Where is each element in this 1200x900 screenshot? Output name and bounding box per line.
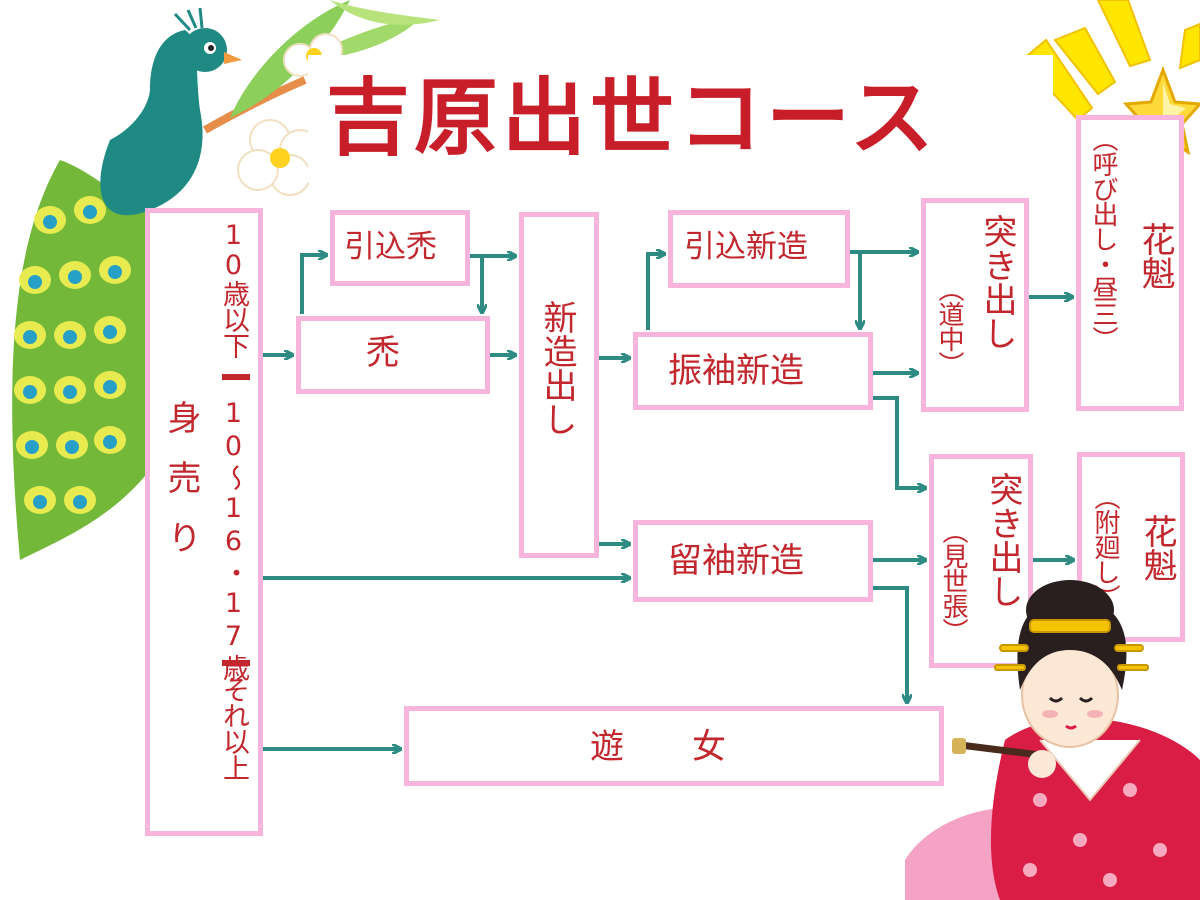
node-tomesode-shinzo: 留袖新造 [668,541,804,581]
page-title: 吉原出世コース [326,68,938,167]
node-oiran-yobidashi: 花魁 [1135,222,1175,290]
node-hikikomi-shinzo-box [668,210,850,288]
title-plate [308,55,1053,183]
node-furisode-shinzo-box [633,332,873,410]
node-yujo-box [404,706,944,786]
node-tsukidashi-dochu: 突き出し [977,214,1017,350]
age-separator [222,374,250,380]
node-yujo: 遊 女 [590,727,726,767]
age-separator [222,660,250,666]
node-oiran-tsukemawashi: 花魁 [1137,514,1177,582]
arrow-kamuro-to-hikikomi-kamuro [300,255,326,314]
node-mi-uri: 身売り [161,400,201,580]
node-tsukidashi-mise-sub: （見世張） [938,518,968,643]
flower-branch-illustration [203,0,440,196]
node-tsukidashi-dochu-box [921,198,1029,412]
node-tomesode-shinzo-box [633,520,873,602]
node-mi-uri-box [145,208,263,836]
arrow-furisode-to-hikikomi-shinzo [646,254,664,330]
age-under10-label: 10歳以下 [218,220,249,358]
node-oiran-yobidashi-sub: （呼び出し・昼三） [1088,126,1118,351]
node-tsukidashi-mise-box [929,454,1033,668]
arrow-tomesode-to-yujo [873,586,907,702]
node-shinzo-dashi: 新造出し [537,300,577,436]
peacock-illustration [12,7,242,560]
node-shinzo-dashi-box [519,212,599,558]
node-hikikomi-kamuro: 引込禿 [344,229,437,265]
node-tsukidashi-dochu-sub: （道中） [934,276,964,376]
node-hikikomi-shinzo: 引込新造 [684,229,808,265]
arrow-furisode-to-tsukidashi-mise [873,396,925,488]
node-hikikomi-kamuro-box [330,210,470,286]
node-tsukidashi-mise: 突き出し [983,472,1023,608]
age-10-16-17-label: 10〜16・17歳 [218,398,249,683]
node-furisode-shinzo: 振袖新造 [668,351,804,391]
node-kamuro-box [296,316,490,394]
age-over-label: それ以上 [218,676,249,780]
node-kamuro: 禿 [366,333,400,373]
node-oiran-yobidashi-box [1076,115,1184,411]
